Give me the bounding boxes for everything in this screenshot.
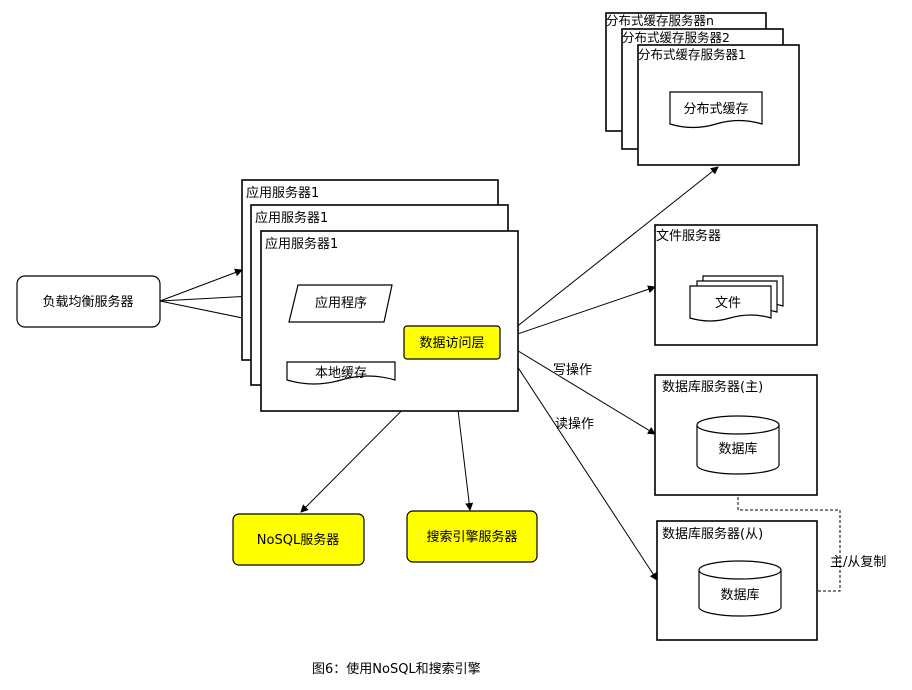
cache-server-middle-label: 分布式缓存服务器2 <box>622 30 730 45</box>
figure-caption: 图6：使用NoSQL和搜索引擎 <box>312 661 481 677</box>
replication-label: 主/从复制 <box>830 555 886 570</box>
db-slave-cylinder-top <box>698 560 782 580</box>
app-program-label: 应用程序 <box>315 295 367 311</box>
edge-lb-app3 <box>159 268 243 302</box>
db-slave-cylinder-body <box>698 570 782 617</box>
distributed-cache-label: 分布式缓存 <box>683 102 748 117</box>
nosql-server-node <box>232 513 365 566</box>
load-balancer-node <box>16 275 161 328</box>
app-server-middle-label: 应用服务器1 <box>255 210 328 226</box>
app-program-node <box>288 284 393 323</box>
edge-replication <box>737 477 841 595</box>
write-op-label: 写操作 <box>553 362 592 378</box>
db-master-cylinder-top <box>696 415 780 435</box>
db-slave-db-label: 数据库 <box>720 587 759 603</box>
edge-dal-dbmaster <box>499 339 656 435</box>
db-slave-cylinder <box>698 560 782 617</box>
db-master-label: 数据库服务器(主) <box>662 379 763 395</box>
edge-dal-file <box>499 285 656 341</box>
cache-server-front-label: 分布式缓存服务器1 <box>638 47 746 62</box>
local-cache-node <box>286 361 396 385</box>
db-master-cylinder <box>696 415 780 475</box>
file-document-stack <box>689 275 784 322</box>
nosql-server-label: NoSQL服务器 <box>257 532 339 548</box>
app-server-front-label: 应用服务器1 <box>265 236 338 252</box>
distributed-cache-node <box>669 91 763 129</box>
data-access-layer-label: 数据访问层 <box>419 336 484 351</box>
cache-server-back-label: 分布式缓存服务器n <box>606 13 714 28</box>
db-master-db-label: 数据库 <box>718 441 757 457</box>
app-server-back-label: 应用服务器1 <box>246 185 319 201</box>
search-server-node <box>406 510 538 563</box>
file-doc-front <box>689 285 772 322</box>
edge-dal-dbslave <box>499 339 658 581</box>
edge-dal-cache <box>499 166 719 341</box>
read-op-label: 读操作 <box>555 416 594 432</box>
load-balancer-label: 负载均衡服务器 <box>42 294 133 310</box>
db-master-cylinder-body <box>696 425 780 475</box>
db-slave-label: 数据库服务器(从) <box>662 526 763 542</box>
edge-lb-app2 <box>159 292 253 302</box>
file-label: 文件 <box>715 296 741 311</box>
cache-server-stack: 分布式缓存服务器n 分布式缓存服务器2 分布式缓存服务器1 <box>605 12 800 166</box>
local-cache-label: 本地缓存 <box>315 366 367 381</box>
file-server-label: 文件服务器 <box>656 228 721 244</box>
search-server-label: 搜索引擎服务器 <box>426 529 517 545</box>
data-access-layer-node <box>403 325 501 360</box>
